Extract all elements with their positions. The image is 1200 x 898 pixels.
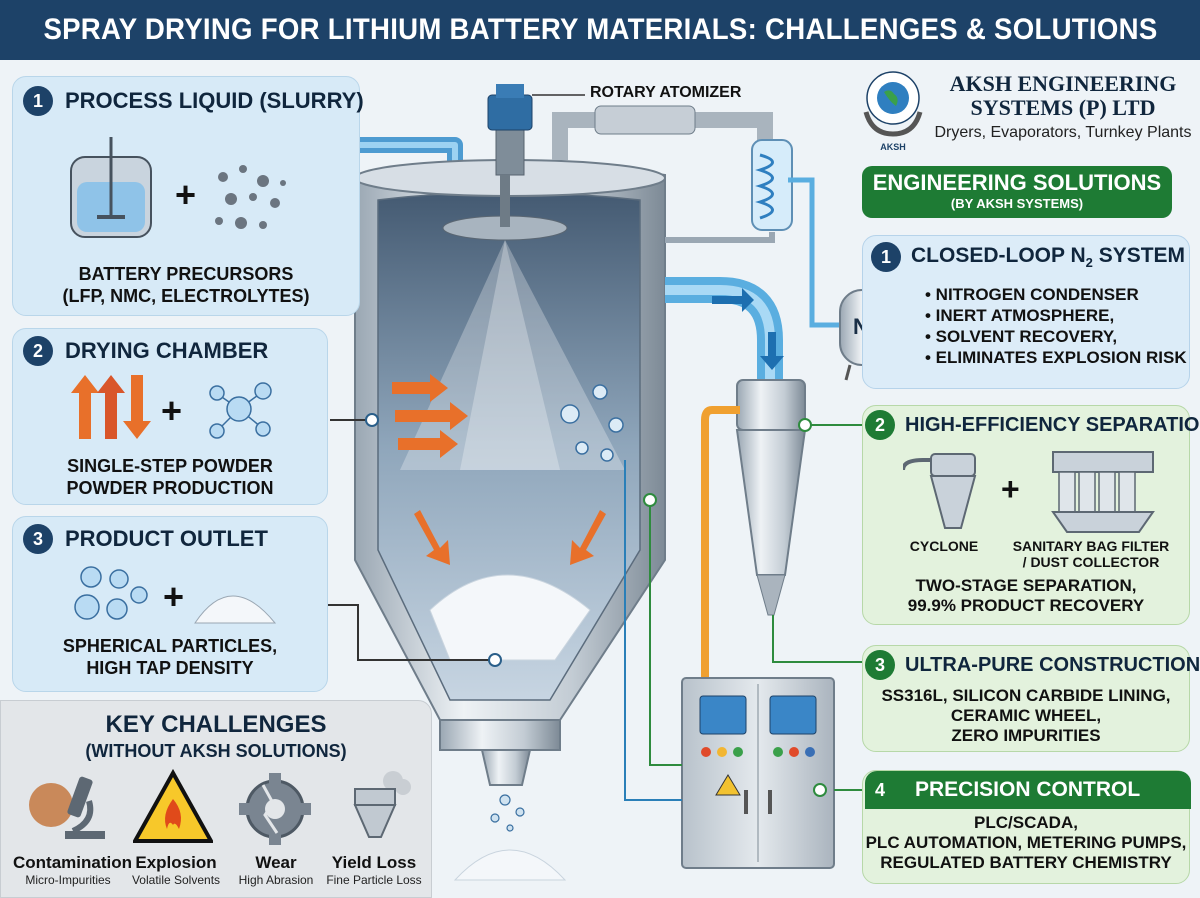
panel-title: PROCESS LIQUID (SLURRY) xyxy=(65,88,364,113)
product-line xyxy=(701,406,740,680)
microscope-icon xyxy=(29,776,105,839)
bullet: • NITROGEN CONDENSER xyxy=(925,285,1139,304)
challenge-name: Explosion xyxy=(135,853,217,872)
cyclone-label: CYCLONE xyxy=(909,538,979,554)
key-challenges-panel: KEY CHALLENGES (WITHOUT AKSH SOLUTIONS) … xyxy=(0,700,432,898)
challenge-sub: Micro-Impurities xyxy=(25,873,111,887)
bullet: • SOLVENT RECOVERY, xyxy=(925,327,1118,346)
condenser-coil xyxy=(751,139,793,231)
panel-title: DRYING CHAMBER xyxy=(65,338,269,363)
bag-filter-label: SANITARY BAG FILTER/ DUST COLLECTOR xyxy=(1012,538,1170,570)
step-number: 1 xyxy=(23,86,53,116)
solutions-subtitle: (BY AKSH SYSTEMS) xyxy=(950,196,1084,211)
company-logo: AKSH xyxy=(863,71,923,152)
svg-text:+: + xyxy=(161,390,182,431)
broken-gear-icon xyxy=(239,773,311,845)
challenges-subtitle: (WITHOUT AKSH SOLUTIONS) xyxy=(85,741,347,761)
powder-pile xyxy=(429,574,591,661)
control-cabinet xyxy=(681,677,835,869)
solution-number: 3 xyxy=(865,650,895,680)
control-lines: PLC/SCADA,PLC AUTOMATION, METERING PUMPS… xyxy=(865,813,1187,872)
mixing-tank-icon: + xyxy=(70,137,286,238)
company-name-block: AKSH ENGINEERING SYSTEMS (P) LTD Dryers,… xyxy=(932,72,1194,142)
cyclone-dust-icon xyxy=(353,771,411,838)
drying-chamber xyxy=(354,159,666,786)
particles-powder-icon: + xyxy=(74,566,277,624)
bullet: • ELIMINATES EXPLOSION RISK xyxy=(925,348,1187,367)
company-tagline: Dryers, Evaporators, Turnkey Plants xyxy=(934,124,1192,141)
challenge-name: Wear xyxy=(255,853,297,872)
step-number: 2 xyxy=(23,336,53,366)
solution-control: 4 PRECISION CONTROL PLC/SCADA,PLC AUTOMA… xyxy=(862,770,1191,884)
solution-separation: 2 HIGH-EFFICIENCY SEPARATION + CYCLONE S… xyxy=(862,405,1200,625)
spray-dryer-diagram xyxy=(298,84,903,881)
solutions-title: ENGINEERING SOLUTIONS xyxy=(872,170,1162,195)
process-panel-outlet: 3 PRODUCT OUTLET + SPHERICAL PARTICLES, … xyxy=(12,516,328,692)
solution-closed-loop: 1 CLOSED-LOOP N2 SYSTEM • NITROGEN CONDE… xyxy=(862,235,1190,389)
svg-text:+: + xyxy=(1001,471,1020,507)
separation-summary: TWO-STAGE SEPARATION,99.9% PRODUCT RECOV… xyxy=(907,576,1145,615)
n2-line xyxy=(788,177,845,328)
challenge-sub: Volatile Solvents xyxy=(131,873,221,887)
caption-line: HIGH TAP DENSITY xyxy=(86,658,254,678)
construction-lines: SS316L, SILICON CARBIDE LINING,CERAMIC W… xyxy=(881,686,1171,745)
solution-title: CLOSED-LOOP N2 SYSTEM xyxy=(911,243,1186,271)
solutions-header: ENGINEERING SOLUTIONS (BY AKSH SYSTEMS) xyxy=(862,166,1172,218)
company-name: SYSTEMS (P) LTD xyxy=(970,95,1156,120)
caption-line: (LFP, NMC, ELECTROLYTES) xyxy=(62,286,310,306)
solution-title: HIGH-EFFICIENCY SEPARATION xyxy=(905,413,1200,436)
panel-title: PRODUCT OUTLET xyxy=(65,526,268,551)
solution-number: 4 xyxy=(874,779,885,800)
challenge-sub: Fine Particle Loss xyxy=(326,873,422,887)
caption-line: SINGLE-STEP POWDER xyxy=(67,456,273,476)
atomizer-label: ROTARY ATOMIZER xyxy=(590,84,742,101)
hot-air-arrows xyxy=(392,374,606,565)
title-bar: SPRAY DRYING FOR LITHIUM BATTERY MATERIA… xyxy=(0,0,1200,60)
solution-title: PRECISION CONTROL xyxy=(915,778,1141,801)
svg-text:+: + xyxy=(163,576,184,617)
cyclone-bagfilter-icon: + xyxy=(903,451,1155,533)
caption-line: SPHERICAL PARTICLES, xyxy=(62,636,278,656)
step-number: 3 xyxy=(23,524,53,554)
challenges-title: KEY CHALLENGES xyxy=(105,711,327,738)
rotary-atomizer xyxy=(442,84,568,241)
heat-droplet-icon: + xyxy=(71,375,272,439)
company-name: AKSH ENGINEERING xyxy=(949,71,1177,96)
solution-number: 2 xyxy=(865,410,895,440)
process-panel-slurry: 1 PROCESS LIQUID (SLURRY) + BATTERY PREC… xyxy=(12,76,364,316)
caption-line: BATTERY PRECURSORS xyxy=(78,264,294,284)
challenge-sub: High Abrasion xyxy=(238,873,314,887)
cyclone-separator xyxy=(735,379,807,616)
svg-text:AKSH: AKSH xyxy=(880,142,906,152)
process-panel-chamber: 2 DRYING CHAMBER + SINGLE-STEP POWDER PO… xyxy=(12,328,328,505)
page-title: SPRAY DRYING FOR LITHIUM BATTERY MATERIA… xyxy=(42,13,1158,46)
svg-text:+: + xyxy=(175,174,196,215)
solution-construction: 3 ULTRA-PURE CONSTRUCTION SS316L, SILICO… xyxy=(862,645,1200,752)
droplet-cluster xyxy=(560,384,624,462)
challenge-name: Contamination xyxy=(13,853,132,872)
solution-number: 1 xyxy=(871,242,901,272)
bullet: • INERT ATMOSPHERE, xyxy=(925,306,1115,325)
challenge-name: Yield Loss xyxy=(331,853,417,872)
flame-warning-icon xyxy=(133,769,213,843)
caption-line: POWDER PRODUCTION xyxy=(66,478,274,498)
solution-title: ULTRA-PURE CONSTRUCTION xyxy=(905,653,1200,676)
